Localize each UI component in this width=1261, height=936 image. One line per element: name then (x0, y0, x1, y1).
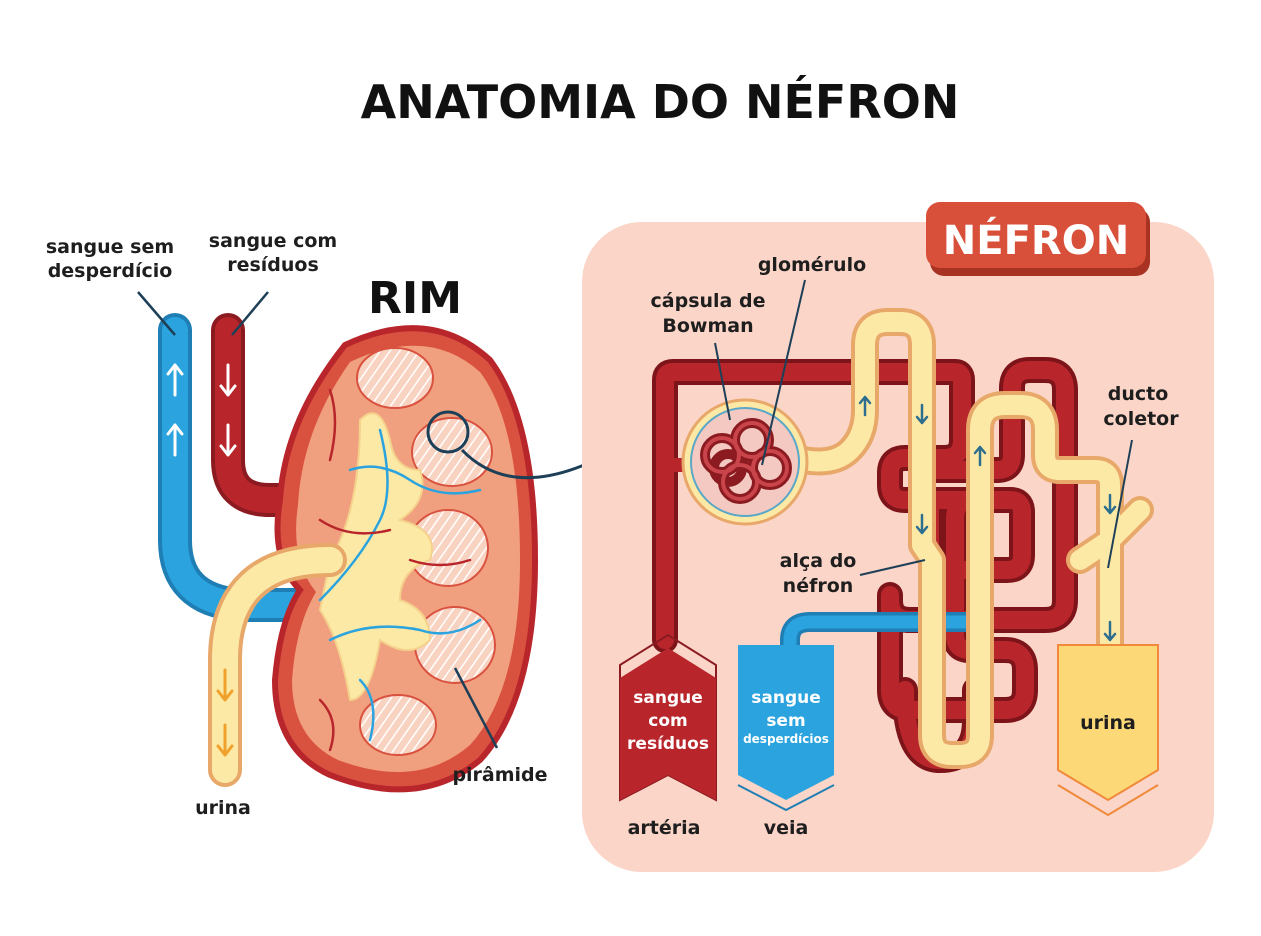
pyramid (356, 347, 434, 409)
kidney-blue-vessel (348, 465, 482, 495)
leader-line (714, 342, 731, 421)
down-arrow-icon (216, 723, 234, 757)
vein-box (737, 645, 835, 812)
kidney-red-vessel (328, 388, 337, 462)
leader-line (859, 559, 926, 576)
artery-vessel (215, 317, 333, 513)
down-arrow-icon (1103, 620, 1117, 642)
collecting-duct-label: coletor (1103, 408, 1179, 430)
artery-box-label: sangue (633, 688, 703, 708)
nephron-badge: NÉFRON (926, 202, 1150, 276)
pyramid (414, 606, 496, 684)
urine-box (1057, 644, 1159, 817)
vein-box-label: desperdícios (743, 732, 829, 746)
kidney-red-vessel (408, 558, 472, 567)
down-arrow-icon (219, 363, 237, 397)
clean-blood-label: desperdício (48, 260, 173, 282)
vein-box-label: sangue (751, 688, 821, 708)
up-arrow-icon (166, 423, 184, 457)
artery-box-label: resíduos (627, 734, 709, 754)
pyramid (359, 694, 437, 756)
kidney-blue-vessel (318, 428, 389, 602)
waste-blood-label: resíduos (227, 254, 319, 276)
kidney-blue-vessel (328, 618, 482, 642)
leader-line (1107, 439, 1133, 569)
leader-line (453, 667, 499, 749)
artery-box (619, 633, 717, 802)
down-arrow-icon (216, 668, 234, 702)
vein-box-label: sem (766, 711, 805, 731)
venule (783, 615, 982, 667)
leader-line (137, 291, 176, 336)
waste-blood-label: sangue com (209, 230, 337, 252)
nephron-badge-label: NÉFRON (943, 216, 1129, 264)
nephron-illustration (619, 279, 1159, 817)
glomerulus-label: glomérulo (758, 254, 866, 276)
leader-line (231, 291, 269, 336)
page-title: ANATOMIA DO NÉFRON (361, 75, 960, 129)
down-arrow-icon (915, 403, 929, 425)
nephron-loop-label: néfron (783, 575, 854, 597)
urine-box-label: urina (1080, 712, 1136, 734)
kidney-blue-vessel (358, 678, 375, 742)
up-arrow-icon (973, 445, 987, 467)
capillary (656, 361, 1074, 769)
leader-line (761, 279, 806, 466)
bowman-capsule-label: Bowman (662, 315, 753, 337)
bowman-capsule-label: cápsula de (651, 290, 766, 312)
pyramid-label: pirâmide (452, 764, 547, 786)
down-arrow-icon (915, 513, 929, 535)
kidney-red-vessel (318, 698, 335, 752)
vein-caption: veia (764, 817, 809, 839)
clean-blood-label: sangue sem (46, 236, 174, 258)
zoom-circle (426, 410, 470, 454)
down-arrow-icon (1103, 493, 1117, 515)
collecting-duct-label: ducto (1108, 383, 1169, 405)
ureter (212, 547, 343, 783)
up-arrow-icon (858, 395, 872, 417)
kidney-red-vessel (318, 518, 392, 535)
kidney-heading: RIM (368, 273, 462, 324)
artery-box-label: com (648, 711, 687, 731)
kidney-illustration (137, 291, 632, 793)
up-arrow-icon (166, 363, 184, 397)
down-arrow-icon (219, 423, 237, 457)
artery-caption: artéria (628, 817, 701, 839)
urine-label: urina (195, 797, 251, 819)
nephron-loop-label: alça do (780, 550, 857, 572)
